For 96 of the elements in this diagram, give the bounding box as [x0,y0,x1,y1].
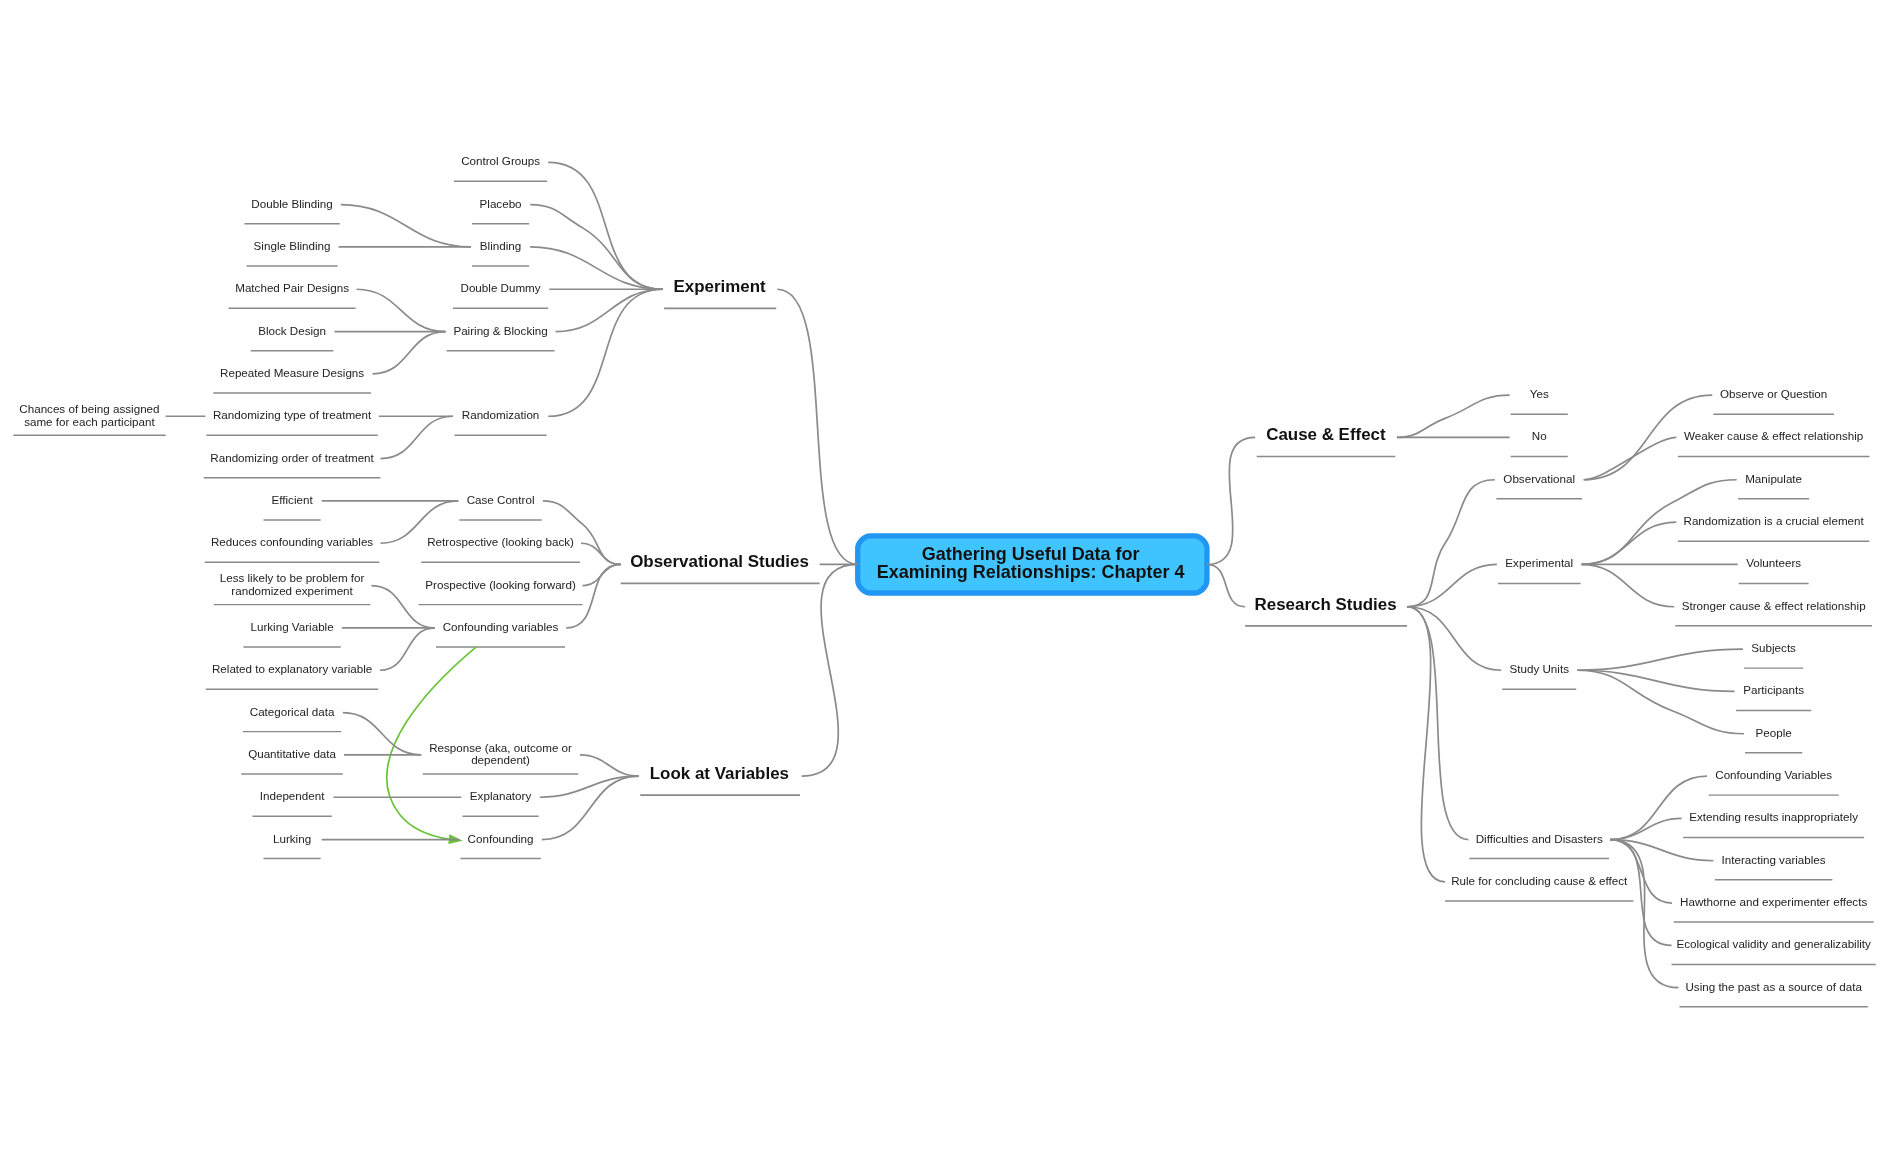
connector [565,563,622,629]
node-text: People [1755,725,1792,739]
connector [164,414,207,417]
node-text: Explanatory [469,788,532,802]
connector [1396,436,1511,438]
node-text: Using the past as a source of data [1685,979,1862,993]
node-text: Efficient [271,492,313,506]
node-text: Randomizing type of treatment [212,407,372,421]
node-text: Quantitative data [248,746,337,760]
connector [342,711,423,756]
node-text: Prospective (looking forward) [425,577,576,591]
connector [547,287,664,417]
node-text: Observe or Question [1720,386,1828,400]
connector [776,287,859,565]
node-text: Manipulate [1745,471,1803,485]
connector [1396,393,1511,438]
node-text: Lurking Variable [250,619,334,633]
node-text: Extending results inappropriately [1689,809,1858,823]
connector [337,245,472,248]
connector [1406,605,1446,883]
connector [1582,436,1678,481]
node-text: Randomization is a crucial element [1683,513,1864,527]
node-text: Observational Studies [630,551,809,571]
connector [1582,393,1714,481]
node-text: Less likely to be problem for randomized experiment [219,570,365,597]
node-text: Confounding [467,831,534,845]
connector [379,414,454,459]
connector [371,330,447,375]
connector [538,774,640,798]
node-text: Cause & Effect [1266,424,1386,444]
node-text: Experimental [1505,555,1574,569]
node-text: Interacting variables [1721,852,1826,866]
connector [1576,668,1745,735]
node-text: Randomization [461,407,540,421]
node-text: No [1531,428,1547,442]
connector [1580,520,1678,565]
node-text: Placebo [479,196,522,210]
node-text: Confounding Variables [1715,767,1833,781]
node-text: Control Groups [461,153,540,167]
node-text: Categorical data [249,704,335,718]
node-text: Weaker cause & effect relationship [1684,428,1864,442]
node-text: Reduces confounding variables [210,534,374,548]
connector [1609,838,1673,946]
node-text: Look at Variables [649,763,789,783]
connector [1206,436,1256,565]
node-text: Single Blinding [253,238,331,252]
node-text: Ecological validity and generalizability [1676,936,1871,950]
node-text: Study Units [1509,661,1569,675]
connector [547,160,664,290]
connector [1206,563,1246,608]
connector [580,541,622,565]
node-text: Participants [1743,682,1805,696]
connector [1580,563,1675,608]
node-text: Independent [259,788,325,802]
node-text: Research Studies [1254,594,1397,614]
connector [379,626,436,671]
connector [1609,838,1673,904]
node-text: Block Design [258,323,327,337]
node-text: Observational [1503,471,1576,485]
connector [332,795,463,798]
node-text: Case Control [466,492,535,506]
node-text: Randomizing order of treatment [210,450,374,464]
node-text: Rule for concluding cause & effect [1451,873,1628,887]
node-text: Hawthorne and experimenter effects [1680,894,1868,908]
arrow [386,645,477,844]
node-text: Stronger cause & effect relationship [1681,598,1866,612]
node-text: Yes [1529,386,1549,400]
node-text: Blinding [479,238,522,252]
node-text: Chances of being assigned same for each participant [19,401,160,428]
node-text: Matched Pair Designs [235,280,349,294]
connector [800,563,859,777]
node-text: Retrospective (looking back) [427,534,574,548]
connector [1609,838,1680,989]
connector [378,414,454,417]
connector [339,203,472,248]
connector [548,287,664,290]
connector [320,838,461,840]
node-text: Repeated Measure Designs [220,365,365,379]
node-text: Pairing & Blocking [453,323,548,337]
connector [542,499,622,565]
connector [343,753,423,756]
node-text: Confounding variables [442,619,559,633]
connector [379,499,460,544]
node-text: Related to explanatory variable [211,661,373,675]
node-box: Gathering Useful Data for Examining Relationships: Chapter 4 [855,532,1210,596]
node-text: Difficulties and Disasters [1475,831,1603,845]
node-text: Subjects [1751,640,1796,654]
node-text: Volunteers [1746,555,1802,569]
node-text: Experiment [673,276,766,296]
connector [529,245,664,290]
node-text: Double Dummy [460,280,541,294]
node-text: Response (aka, outcome or dependent) [429,740,572,766]
connector [529,203,664,290]
node-text: Lurking [273,831,312,845]
connector [1580,478,1738,565]
node-text: Double Blinding [251,196,333,210]
